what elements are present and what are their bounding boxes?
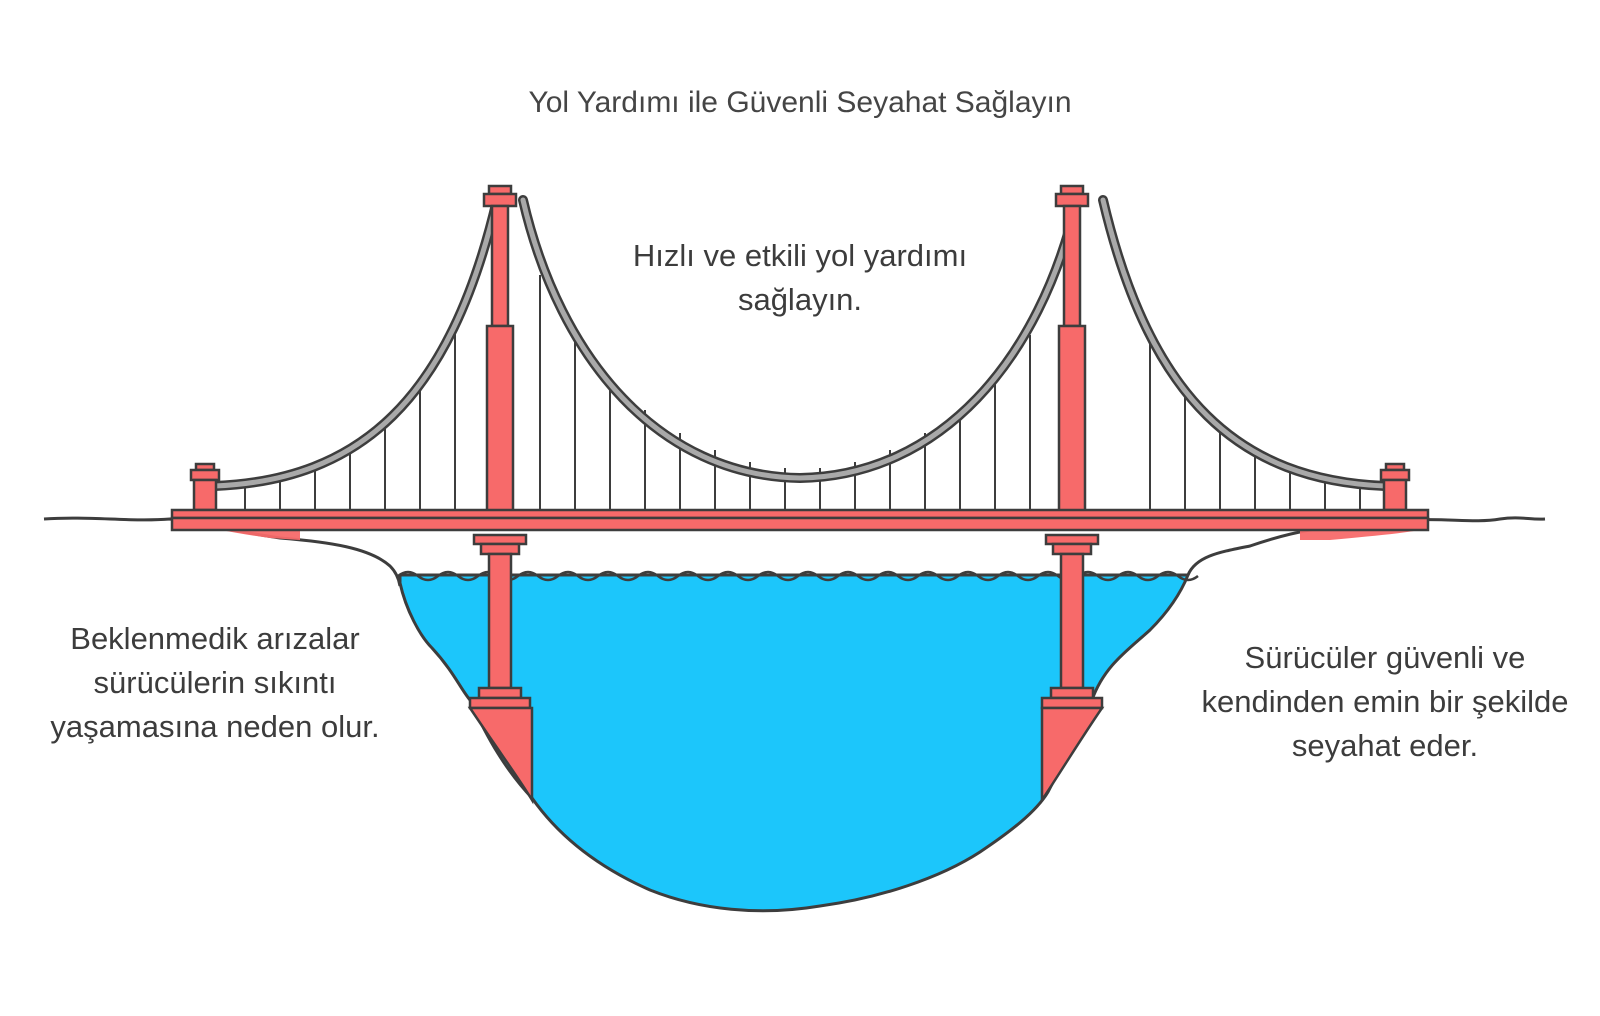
right-bank-fill xyxy=(1300,529,1425,540)
diagram-title: Yol Yardımı ile Güvenli Seyahat Sağlayın xyxy=(528,86,1072,119)
problem-caption: Beklenmedik arızalar sürücülerin sıkıntı… xyxy=(50,621,380,744)
anchor-right xyxy=(1379,462,1411,512)
bridge-deck xyxy=(170,508,1430,532)
solution-caption: Hızlı ve etkili yol yardımı sağlayın. xyxy=(632,238,968,317)
tower-right xyxy=(1040,184,1105,805)
result-caption: Sürücüler güvenli ve kendinden emin bir … xyxy=(1201,640,1569,763)
main-cables xyxy=(210,195,1390,491)
anchor-left xyxy=(189,462,221,512)
tower-left xyxy=(467,184,534,805)
